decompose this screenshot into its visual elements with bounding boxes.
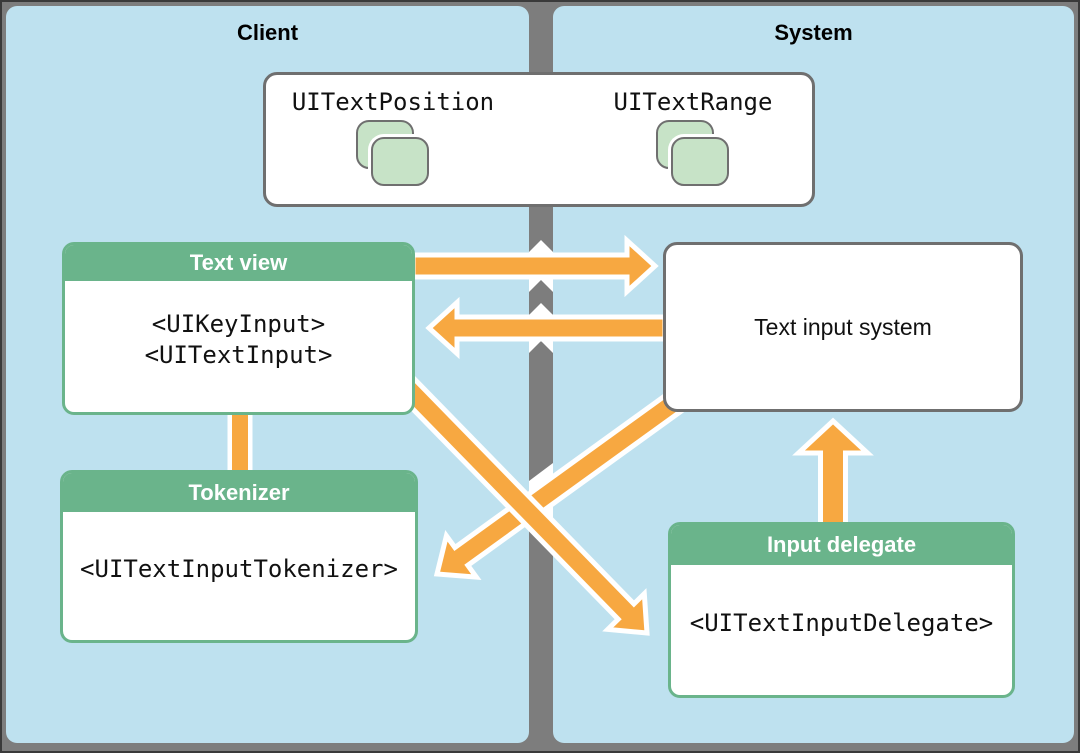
stacked-objects-icon xyxy=(656,120,730,190)
textinputsystem-to-tokenizer-arrow xyxy=(433,371,710,581)
text-input-system-label: Text input system xyxy=(754,313,932,340)
uitextposition-label: UITextPosition xyxy=(291,88,495,116)
text-view-box: Text view <UIKeyInput> <UITextInput> xyxy=(62,242,415,415)
inputdelegate-to-textinputsystem-arrow xyxy=(792,417,874,538)
uitextrange-item: UITextRange xyxy=(583,87,803,190)
textview-to-inputdelegate-arrow xyxy=(386,366,650,636)
text-input-system-box: Text input system xyxy=(663,242,1023,412)
tokenizer-header: Tokenizer xyxy=(63,473,415,512)
input-delegate-box: Input delegate <UITextInputDelegate> xyxy=(668,522,1015,698)
value-objects-box: UITextPosition UITextRange xyxy=(263,72,815,207)
system-panel-title: System xyxy=(774,20,853,45)
uitextinput-protocol-label: <UITextInput> xyxy=(144,340,333,369)
text-view-header: Text view xyxy=(65,245,412,281)
uitextinputdelegate-protocol-label: <UITextInputDelegate> xyxy=(689,608,994,637)
uitextposition-item: UITextPosition xyxy=(283,87,503,190)
uikeyinput-protocol-label: <UIKeyInput> xyxy=(151,309,326,338)
uitextrange-label: UITextRange xyxy=(613,88,773,116)
textview-to-textinputsystem-arrow xyxy=(410,234,659,298)
uitextinputtokenizer-protocol-label: <UITextInputTokenizer> xyxy=(80,554,398,583)
stacked-objects-icon xyxy=(356,120,430,190)
text-view-body: <UIKeyInput> <UITextInput> xyxy=(65,281,412,412)
textinputsystem-to-textview-arrow xyxy=(425,296,668,360)
tokenizer-box: Tokenizer <UITextInputTokenizer> xyxy=(60,470,418,643)
object-square-front xyxy=(671,137,729,186)
input-delegate-body: <UITextInputDelegate> xyxy=(671,565,1012,695)
client-panel-title: Client xyxy=(236,20,299,45)
tokenizer-body: <UITextInputTokenizer> xyxy=(63,512,415,640)
object-square-front xyxy=(371,137,429,186)
input-delegate-header: Input delegate xyxy=(671,525,1012,565)
